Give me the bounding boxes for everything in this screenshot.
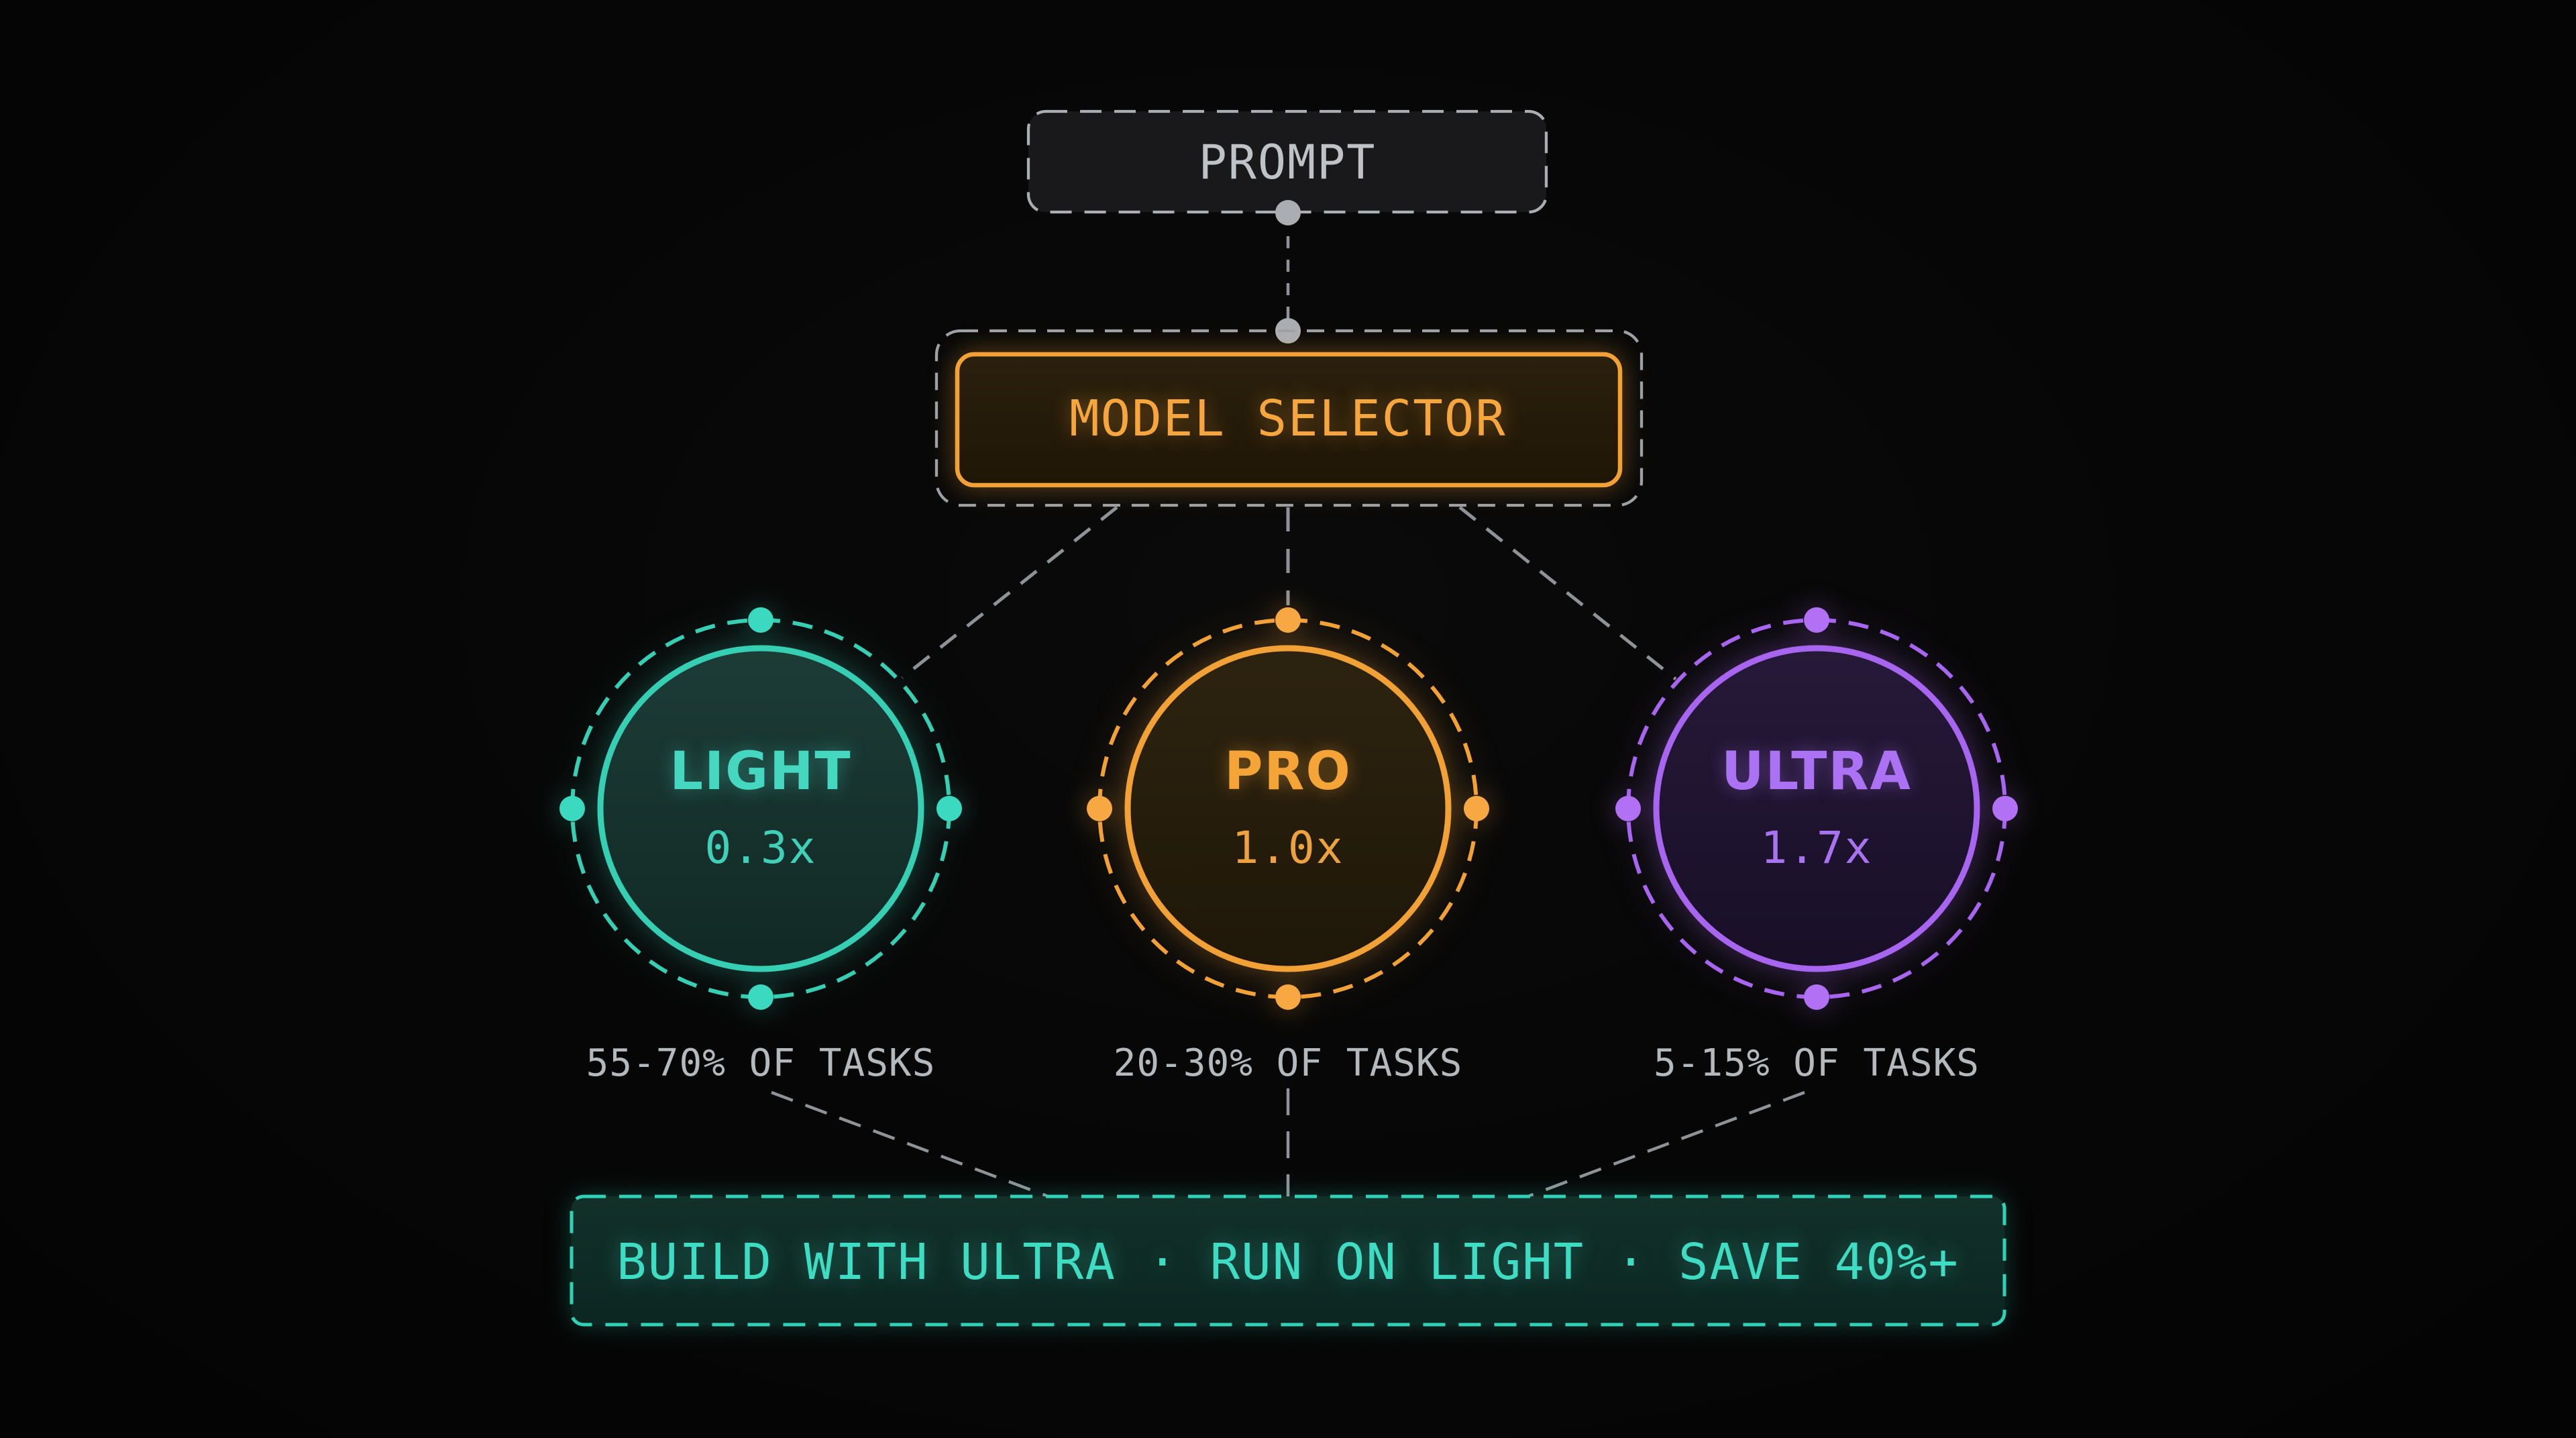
pro-ring-dot-top <box>1275 607 1301 633</box>
light-circle <box>597 645 924 972</box>
funnel-line-light <box>771 1090 1047 1198</box>
pro-ring-dot-bottom <box>1275 984 1301 1010</box>
light-ring-dot-bottom <box>748 984 773 1010</box>
pro-circle <box>1124 645 1452 972</box>
connector-dot-prompt-bottom <box>1275 200 1301 225</box>
ultra-ring-dot-top <box>1804 607 1829 633</box>
model-name-light: LIGHT <box>669 741 852 802</box>
ultra-ring-dot-right <box>1992 796 2018 821</box>
model-node-light <box>559 607 962 1010</box>
task-share-pro: 20-30% OF TASKS <box>1113 1041 1463 1085</box>
model-selector-outer-box <box>934 329 1644 507</box>
light-ring-dot-right <box>936 796 962 821</box>
pro-ring-dot-left <box>1087 796 1112 821</box>
prompt-box <box>1026 109 1548 214</box>
light-ring-dot-left <box>559 796 585 821</box>
model-name-ultra: ULTRA <box>1721 741 1912 802</box>
model-selector-label: MODEL SELECTOR <box>1069 390 1507 448</box>
model-selector-box <box>955 352 1623 488</box>
pro-ring-dot-right <box>1464 796 1489 821</box>
model-multiplier-ultra: 1.7x <box>1760 822 1873 874</box>
ultra-ring-dot-bottom <box>1804 984 1829 1010</box>
branch-line-ultra <box>1458 506 1677 680</box>
light-ring-dot-top <box>748 607 773 633</box>
footer-strategy-label: BUILD WITH ULTRA · RUN ON LIGHT · SAVE 4… <box>616 1233 1960 1291</box>
model-name-pro: PRO <box>1224 741 1352 802</box>
model-multiplier-pro: 1.0x <box>1232 822 1344 874</box>
task-share-light: 55-70% OF TASKS <box>586 1041 936 1085</box>
prompt-label: PROMPT <box>1198 135 1377 190</box>
ultra-circle <box>1653 645 1980 972</box>
ultra-ring-dot-left <box>1615 796 1641 821</box>
branch-line-light <box>901 506 1118 679</box>
task-share-ultra: 5-15% OF TASKS <box>1653 1041 1980 1085</box>
footer-box <box>570 1194 2006 1327</box>
model-multiplier-light: 0.3x <box>704 822 817 874</box>
model-node-ultra <box>1615 607 2018 1010</box>
model-node-pro <box>1087 607 1489 1010</box>
funnel-line-ultra <box>1529 1090 1805 1198</box>
